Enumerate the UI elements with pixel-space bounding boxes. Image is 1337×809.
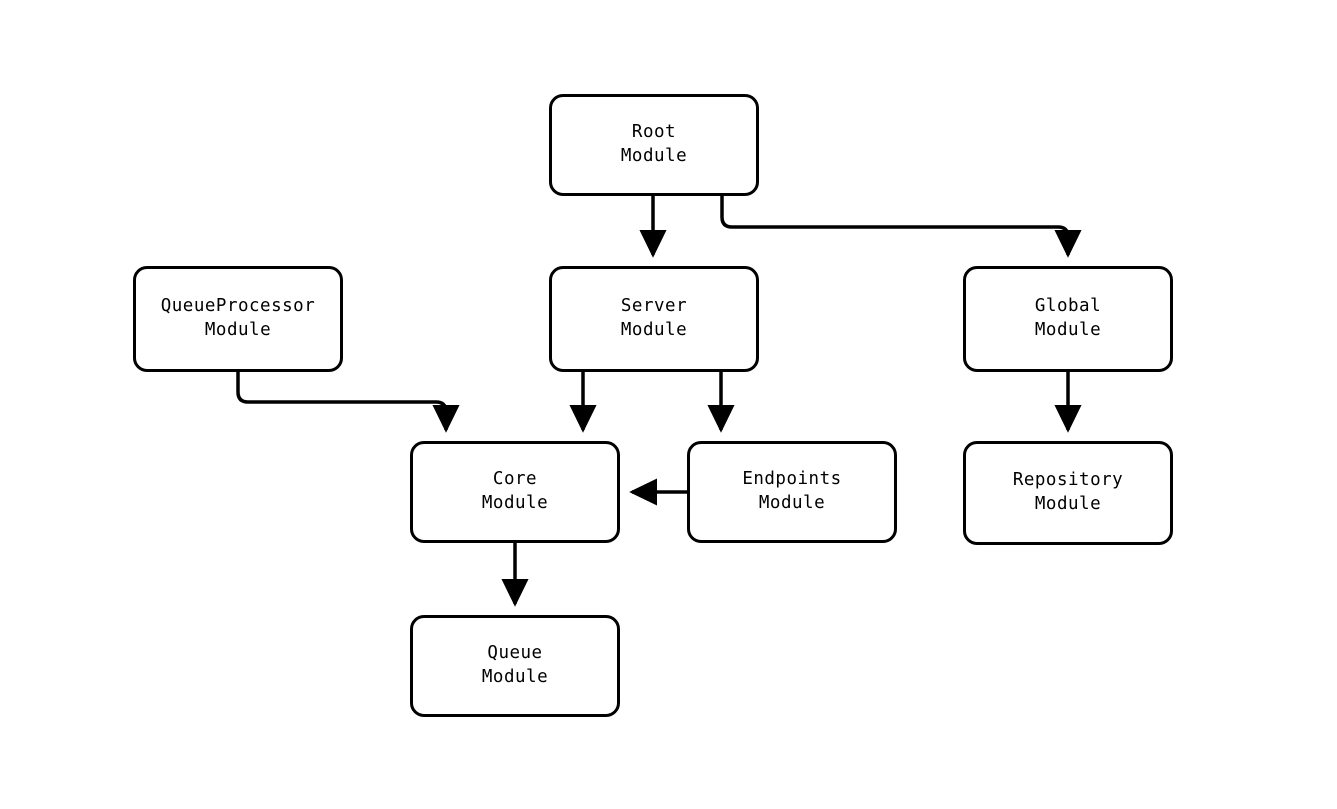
node-repository-line1: Repository [1012, 470, 1124, 491]
node-server[interactable]: Server Module [549, 266, 759, 372]
node-queueprocessor-line2: Module [204, 320, 272, 340]
node-root[interactable]: Root Module [549, 94, 759, 196]
node-core-line1: Core [492, 469, 538, 490]
node-server-line2: Module [620, 320, 688, 340]
edge-queueprocessor-to-core [236, 372, 460, 433]
node-queue[interactable]: Queue Module [410, 615, 620, 717]
node-root-line2: Module [620, 146, 688, 166]
node-queue-line2: Module [481, 667, 549, 687]
node-repository-line2: Module [1034, 494, 1102, 514]
node-root-line1: Root [631, 122, 677, 143]
node-endpoints[interactable]: Endpoints Module [687, 441, 897, 543]
node-queueprocessor-line1: QueueProcessor [160, 296, 316, 317]
node-core-line2: Module [481, 493, 549, 513]
node-repository[interactable]: Repository Module [963, 441, 1173, 545]
node-global-line1: Global [1034, 296, 1102, 317]
node-queueprocessor[interactable]: QueueProcessor Module [133, 266, 343, 372]
node-core[interactable]: Core Module [410, 441, 620, 543]
node-endpoints-line2: Module [758, 493, 826, 513]
node-endpoints-line1: Endpoints [742, 469, 842, 490]
edge-root-to-global [720, 196, 1082, 258]
node-global[interactable]: Global Module [963, 266, 1173, 372]
node-global-line2: Module [1034, 320, 1102, 340]
node-server-line1: Server [620, 296, 688, 317]
node-queue-line1: Queue [487, 643, 543, 664]
